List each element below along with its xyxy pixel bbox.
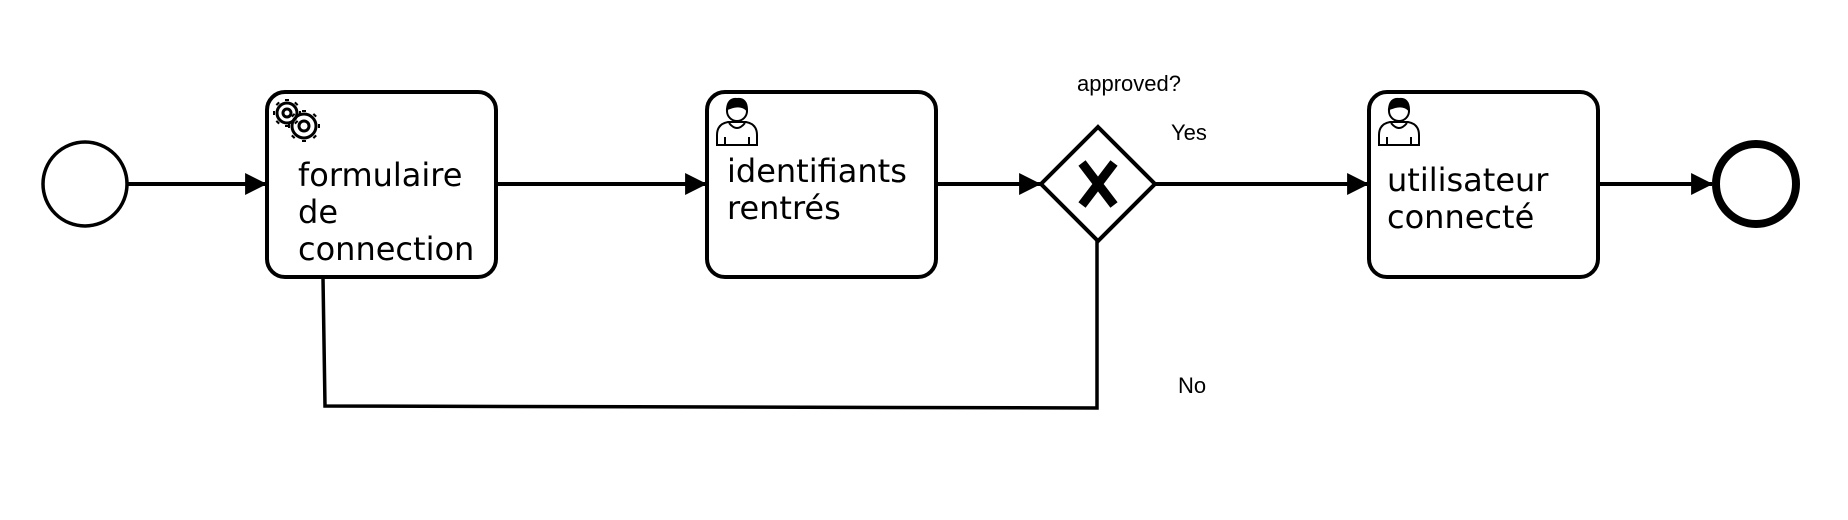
task-label-line: rentrés — [727, 189, 841, 227]
gateway-label: approved? — [1077, 71, 1181, 96]
task-label-line: connection — [298, 230, 474, 268]
task-utilisateur-connecte[interactable]: utilisateur connecté — [1367, 90, 1600, 279]
task-identifiants-rentres[interactable]: identifiants rentrés — [705, 90, 938, 279]
task-label-line: utilisateur — [1387, 161, 1549, 199]
task-label-line: formulaire — [298, 156, 462, 194]
task-formulaire-de-connection[interactable]: formulaire de connection — [265, 90, 498, 279]
x-marker-icon — [1078, 160, 1118, 208]
task-label-line: identifiants — [727, 152, 907, 190]
exclusive-gateway[interactable] — [1038, 124, 1158, 244]
yes-flow-label: Yes — [1171, 120, 1207, 145]
user-icon — [716, 97, 758, 146]
task-label-line: de — [298, 193, 338, 231]
task-label-line: connecté — [1387, 198, 1534, 236]
gear-icon — [273, 99, 320, 142]
end-event[interactable] — [1712, 140, 1800, 228]
flow-gateway-no[interactable] — [321, 240, 1099, 410]
no-flow-label: No — [1178, 373, 1206, 398]
user-icon — [1378, 97, 1420, 146]
start-event[interactable] — [41, 140, 129, 228]
